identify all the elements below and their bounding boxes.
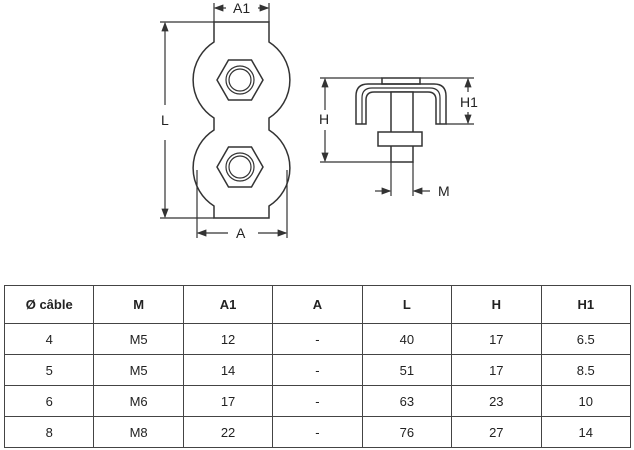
table-cell: -	[272, 323, 363, 355]
table-cell: 76	[361, 416, 453, 448]
header-cable: Ø câble	[3, 285, 95, 324]
table-cell: 17	[451, 354, 542, 386]
table-cell: 23	[451, 385, 542, 417]
table-cell: -	[272, 354, 363, 386]
label-l: L	[161, 112, 169, 128]
table-cell: 5	[3, 354, 95, 386]
label-h1: H1	[460, 94, 478, 110]
table-cell: 22	[182, 416, 274, 448]
table-cell: M5	[93, 323, 184, 355]
label-h: H	[319, 111, 329, 127]
hex-nut-top	[216, 59, 264, 101]
table-cell: 10	[540, 385, 632, 417]
front-view: A1 L A	[160, 0, 291, 241]
table-cell: 14	[540, 416, 632, 448]
table-cell: M6	[93, 385, 184, 417]
table-cell: -	[272, 385, 363, 417]
table-cell: 14	[182, 354, 274, 386]
table-cell: 63	[361, 385, 453, 417]
technical-drawing: A1 L A H H1 M	[160, 0, 478, 241]
table-cell: 4	[3, 323, 95, 355]
table-cell: -	[272, 416, 363, 448]
table-header-row: Ø câble M A1 A L H H1	[3, 285, 632, 324]
table-cell: 8.5	[540, 354, 632, 386]
header-m: M	[93, 285, 184, 324]
table-cell: 17	[451, 323, 542, 355]
table-cell: M5	[93, 354, 184, 386]
label-m: M	[438, 183, 450, 199]
table-cell: 12	[182, 323, 274, 355]
side-view: H H1 M	[319, 77, 478, 199]
hex-nut-bottom	[216, 146, 264, 188]
table-cell: 8	[3, 416, 95, 448]
header-h1: H1	[540, 285, 632, 324]
header-a1: A1	[182, 285, 274, 324]
header-h: H	[451, 285, 542, 324]
table-cell: 17	[182, 385, 274, 417]
header-l: L	[361, 285, 453, 324]
table-cell: M8	[93, 416, 184, 448]
table-cell: 6.5	[540, 323, 632, 355]
label-a1: A1	[233, 0, 250, 16]
header-a: A	[272, 285, 363, 324]
table-cell: 40	[361, 323, 453, 355]
table-cell: 6	[3, 385, 95, 417]
table-cell: 27	[451, 416, 542, 448]
table-cell: 51	[361, 354, 453, 386]
label-a: A	[236, 225, 246, 241]
